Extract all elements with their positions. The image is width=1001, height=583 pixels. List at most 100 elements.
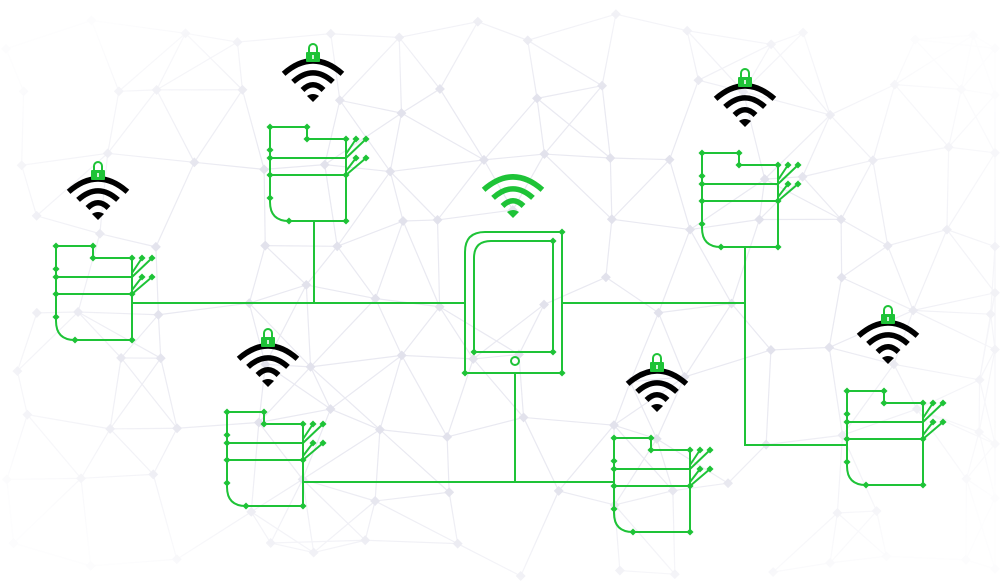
circuit-node bbox=[266, 154, 274, 162]
circuit-node bbox=[242, 502, 250, 510]
circuit-node bbox=[319, 439, 327, 447]
wifi-arc bbox=[246, 355, 290, 370]
locked-wifi-icon bbox=[66, 161, 130, 220]
lock-icon bbox=[261, 328, 275, 347]
circuit-node bbox=[558, 228, 566, 236]
printer-outline bbox=[846, 390, 944, 486]
printer-paper-lines bbox=[345, 138, 367, 176]
wifi-arc bbox=[644, 392, 670, 403]
circuit-node bbox=[223, 479, 231, 487]
circuit-node bbox=[843, 435, 851, 443]
circuit-node bbox=[362, 135, 370, 143]
tablet-icon bbox=[464, 231, 563, 374]
circuit-node bbox=[880, 387, 888, 395]
lock-keyhole bbox=[656, 365, 658, 369]
printer-body bbox=[226, 411, 304, 507]
lock-shackle bbox=[93, 161, 103, 170]
wifi-arc bbox=[481, 174, 545, 192]
circuit-node bbox=[919, 435, 927, 443]
circuit-node bbox=[610, 465, 618, 473]
printer-tray-lines bbox=[56, 276, 132, 295]
circuit-node bbox=[470, 348, 478, 356]
wifi-arc bbox=[85, 200, 111, 211]
circuit-node bbox=[717, 243, 725, 251]
printer-outline bbox=[269, 126, 367, 222]
circuit-node bbox=[309, 439, 317, 447]
wifi-arc bbox=[723, 95, 767, 110]
circuit-node bbox=[698, 180, 706, 188]
printer-tray-lines bbox=[847, 421, 923, 440]
circuit-node bbox=[774, 161, 782, 169]
circuit-node bbox=[299, 420, 307, 428]
circuit-node bbox=[735, 161, 743, 169]
printer-icon bbox=[223, 408, 327, 510]
circuit-node bbox=[843, 458, 851, 466]
connection-line bbox=[744, 248, 847, 446]
wifi-dot bbox=[262, 379, 274, 387]
circuit-node bbox=[342, 217, 350, 225]
circuit-node bbox=[843, 387, 851, 395]
circuit-node bbox=[266, 194, 274, 202]
locked-wifi-icon bbox=[281, 43, 345, 102]
lock-shackle bbox=[263, 328, 273, 337]
printer-body bbox=[846, 390, 924, 486]
circuit-node bbox=[223, 431, 231, 439]
wifi-arc bbox=[732, 107, 758, 118]
wifi-dot bbox=[651, 404, 663, 412]
circuit-node bbox=[784, 180, 792, 188]
printer-icon bbox=[610, 434, 714, 536]
circuit-node bbox=[647, 434, 655, 442]
circuit-node bbox=[698, 172, 706, 180]
circuit-node bbox=[735, 149, 743, 157]
printer-body bbox=[613, 437, 691, 533]
circuit-node bbox=[223, 456, 231, 464]
circuit-node bbox=[260, 408, 268, 416]
circuit-node bbox=[352, 154, 360, 162]
circuit-node bbox=[138, 254, 146, 262]
printer-paper-lines bbox=[689, 449, 711, 487]
circuit-node bbox=[610, 505, 618, 513]
circuit-node bbox=[549, 237, 557, 245]
circuit-node bbox=[919, 481, 927, 489]
lock-icon bbox=[650, 353, 664, 372]
circuit-node bbox=[698, 149, 706, 157]
tablet-home-button bbox=[510, 356, 520, 366]
wifi-dot bbox=[507, 210, 519, 218]
tablet-screen bbox=[473, 240, 554, 353]
printer-tray-lines bbox=[614, 468, 690, 487]
circuit-node bbox=[698, 197, 706, 205]
circuit-node bbox=[610, 482, 618, 490]
printer-outline bbox=[701, 152, 799, 248]
circuit-node bbox=[89, 254, 97, 262]
printer-body bbox=[55, 245, 133, 341]
wifi-arc bbox=[291, 70, 335, 85]
circuit-node bbox=[843, 410, 851, 418]
locked-wifi-icon bbox=[713, 68, 777, 127]
lock-shackle bbox=[740, 68, 750, 77]
lock-icon bbox=[881, 305, 895, 324]
wifi-dot bbox=[92, 212, 104, 220]
wifi-arc bbox=[500, 198, 526, 209]
printer-paper-lines bbox=[302, 423, 324, 461]
circuit-node bbox=[299, 456, 307, 464]
printer-icon bbox=[843, 387, 947, 489]
circuit-node bbox=[303, 123, 311, 131]
circuit-node bbox=[303, 135, 311, 143]
lock-keyhole bbox=[97, 173, 99, 177]
circuit-node bbox=[362, 154, 370, 162]
circuit-node bbox=[128, 254, 136, 262]
printer-paper-lines bbox=[922, 402, 944, 440]
printer-tray-lines bbox=[227, 442, 303, 461]
locked-wifi-icon bbox=[856, 305, 920, 364]
circuit-node bbox=[929, 418, 937, 426]
circuit-node bbox=[774, 243, 782, 251]
lock-shackle bbox=[883, 305, 893, 314]
printer-outline bbox=[226, 411, 324, 507]
lock-shackle bbox=[652, 353, 662, 362]
lock-keyhole bbox=[887, 317, 889, 321]
connection-lines bbox=[132, 221, 847, 483]
circuit-node bbox=[148, 273, 156, 281]
circuit-node bbox=[784, 161, 792, 169]
